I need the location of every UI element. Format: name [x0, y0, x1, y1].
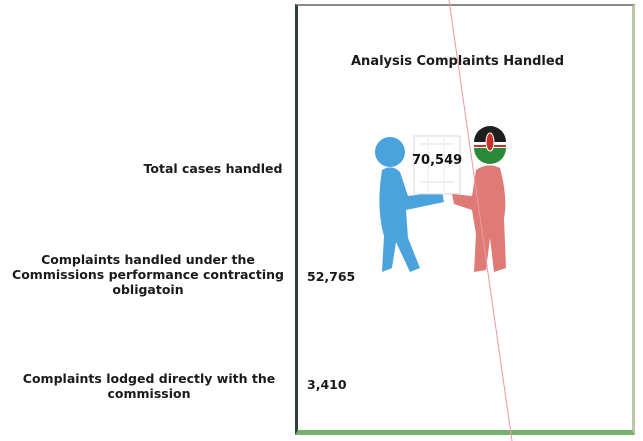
performance-complaints-label: Complaints handled under the Commissions…	[12, 252, 284, 297]
handshake-illustration: 70,549	[375, 126, 506, 272]
flag-icon	[474, 126, 506, 164]
total-cases-label: Total cases handled	[143, 161, 283, 176]
person-left-icon	[375, 137, 444, 272]
direct-complaints-label: Complaints lodged directly with the comm…	[22, 371, 276, 401]
performance-value: 52,765	[307, 269, 356, 284]
direct-value: 3,410	[307, 377, 347, 392]
total-value: 70,549	[412, 153, 462, 168]
panel-title: Analysis Complaints Handled	[351, 54, 565, 69]
